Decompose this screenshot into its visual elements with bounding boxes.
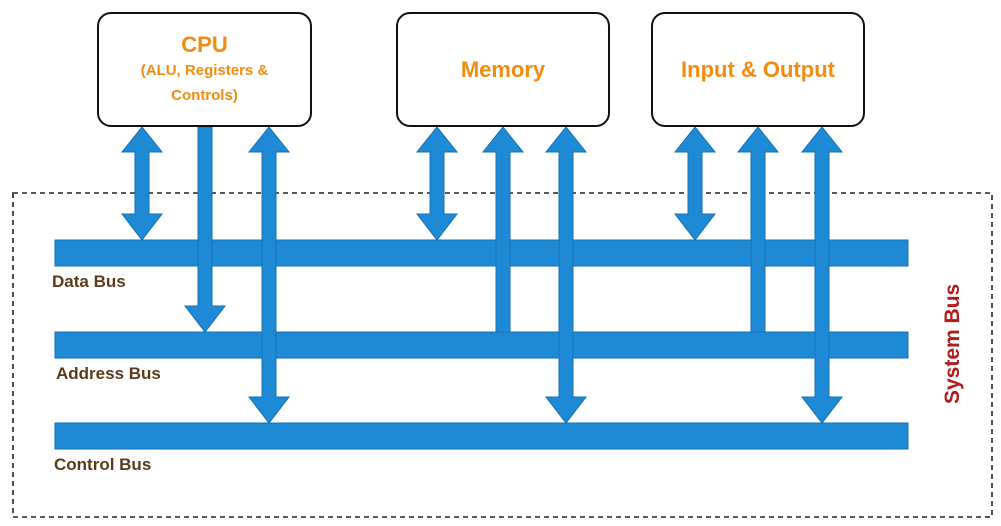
address-bus-label: Address Bus bbox=[56, 364, 161, 383]
cpu-address-bus-arrow bbox=[183, 126, 227, 333]
io-address-bus-arrow bbox=[736, 126, 780, 333]
memory-box: Memory bbox=[396, 12, 610, 127]
io-title: Input & Output bbox=[681, 56, 835, 82]
data-bus-bar bbox=[54, 239, 909, 267]
cpu-title: CPU bbox=[181, 31, 228, 57]
control-bus-label: Control Bus bbox=[54, 455, 152, 474]
system-bus-label: System Bus bbox=[941, 283, 964, 404]
cpu-subtitle-line2: Controls) bbox=[171, 86, 238, 104]
data-bus-label: Data Bus bbox=[52, 272, 126, 291]
cpu-box: CPU (ALU, Registers & Controls) bbox=[97, 12, 312, 127]
cpu-data-bus-arrow bbox=[120, 126, 164, 241]
cpu-subtitle-line1: (ALU, Registers & bbox=[140, 61, 269, 79]
memory-control-bus-arrow bbox=[544, 126, 588, 424]
address-bus-bar bbox=[54, 331, 909, 359]
io-control-bus-arrow bbox=[800, 126, 844, 424]
cpu-control-bus-arrow bbox=[247, 126, 291, 424]
memory-address-bus-arrow bbox=[481, 126, 525, 333]
memory-data-bus-arrow bbox=[415, 126, 459, 241]
control-bus-bar bbox=[54, 422, 909, 450]
io-data-bus-arrow bbox=[673, 126, 717, 241]
memory-title: Memory bbox=[460, 56, 546, 82]
io-box: Input & Output bbox=[651, 12, 865, 127]
